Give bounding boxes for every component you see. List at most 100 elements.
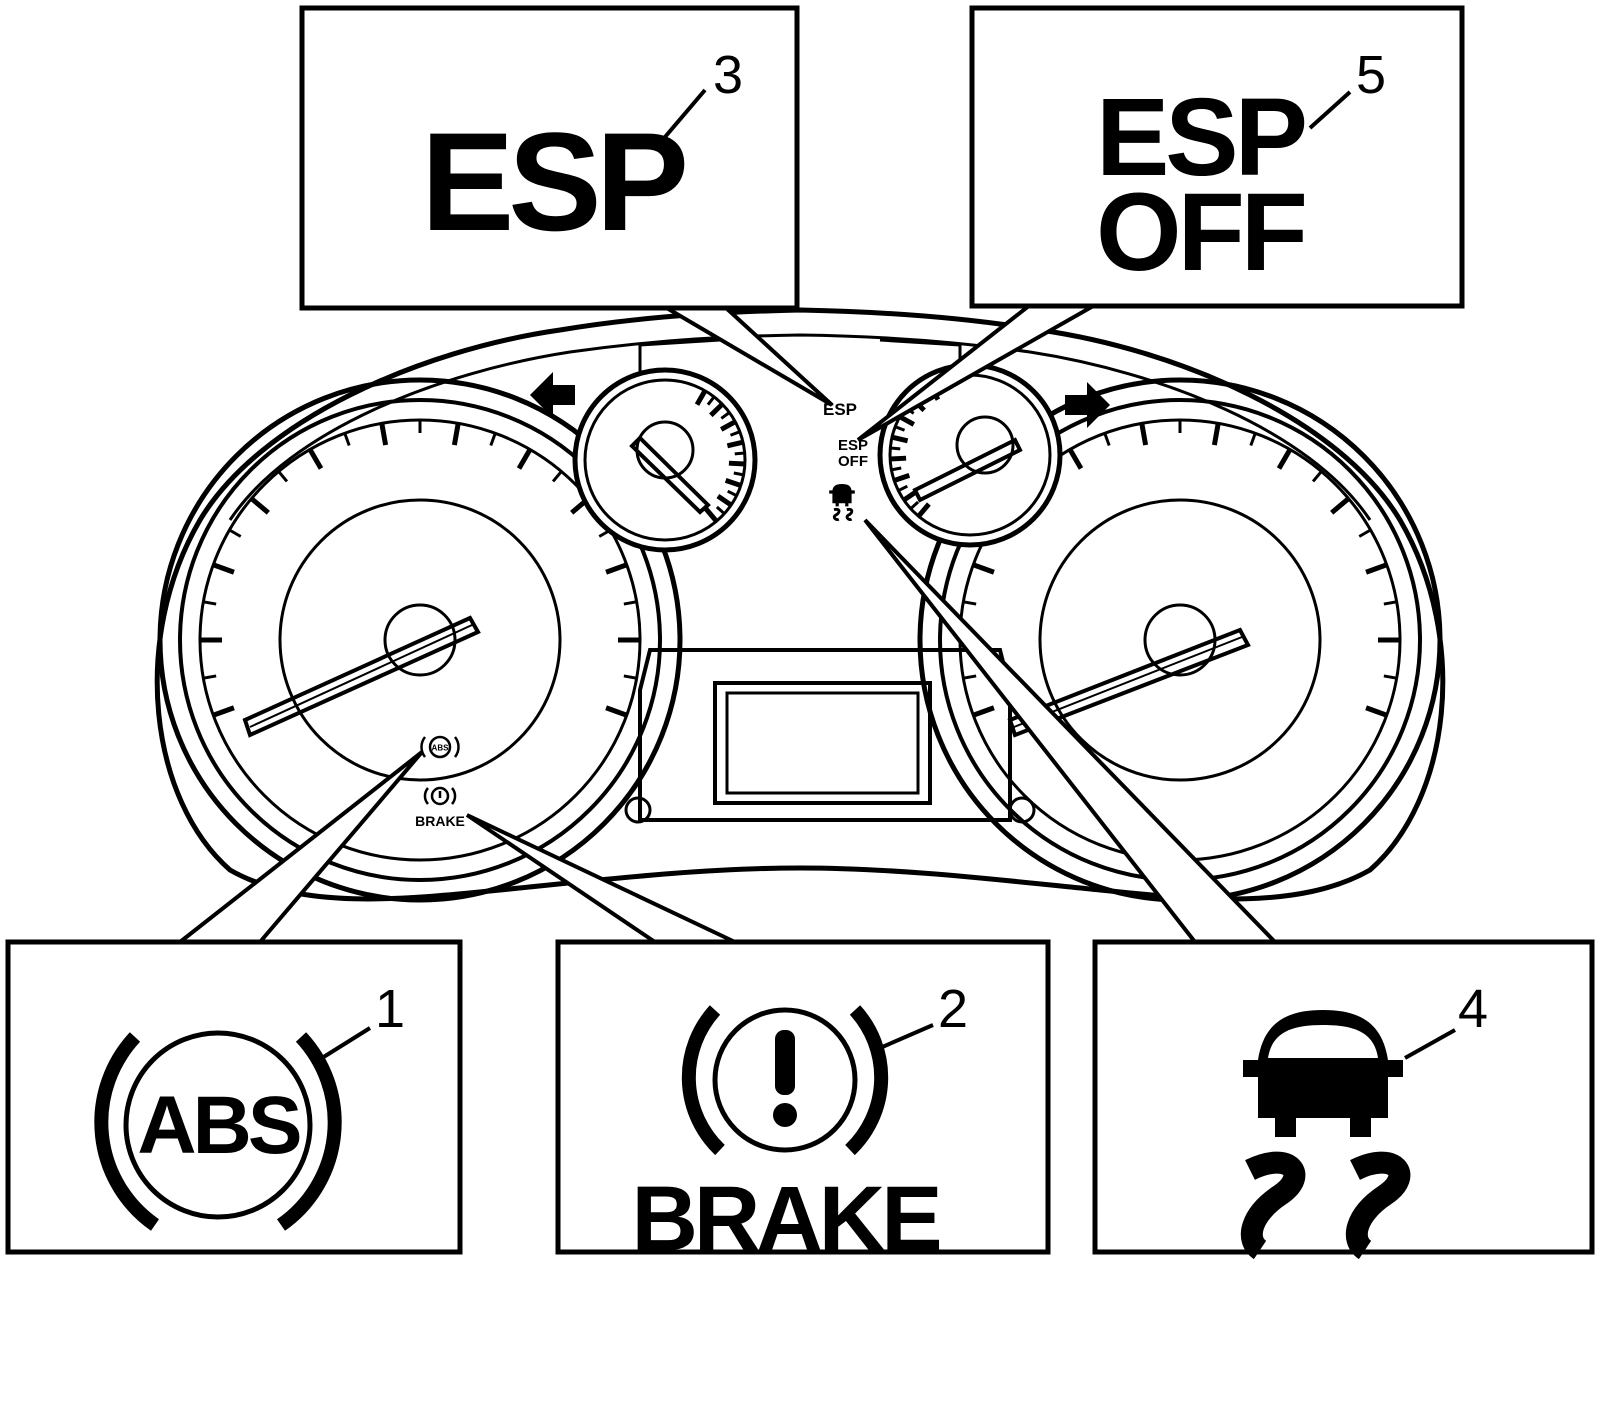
gauge-tick xyxy=(605,705,628,718)
left-turn-arrow-icon xyxy=(530,372,575,418)
gauge-tick xyxy=(734,451,745,456)
gauge-tick xyxy=(277,470,289,483)
callout-esp-number: 3 xyxy=(713,45,743,105)
gauge-tick xyxy=(516,448,533,470)
gauge-tick xyxy=(1330,496,1351,515)
gauge-tick xyxy=(623,674,637,680)
gauge-tick xyxy=(891,434,909,444)
gauge-tick xyxy=(379,422,389,446)
gauge-tick xyxy=(489,432,497,446)
abs-indicator-icon: ABS xyxy=(420,735,460,759)
leader-esp xyxy=(663,305,834,407)
gauge-tick xyxy=(972,562,995,575)
callout-brake: BRAKE 2 xyxy=(465,813,1051,1270)
gauge-tick xyxy=(728,460,746,467)
gauge-tick xyxy=(720,411,731,420)
callout-esp-off-number: 5 xyxy=(1356,45,1386,105)
callout-esp-off: ESP OFF 5 xyxy=(856,5,1465,442)
left-gauge-ticks xyxy=(200,420,640,718)
gauge-tick xyxy=(909,500,920,510)
gauge-tick xyxy=(228,528,242,538)
callout-esp: ESP 3 xyxy=(299,5,834,407)
gauge-tick xyxy=(1249,432,1257,446)
left-gauge: ABS BRAKE xyxy=(157,377,683,903)
brake-indicator-label: BRAKE xyxy=(415,813,465,829)
abs-indicator-label: ABS xyxy=(432,744,450,753)
gauge-tick xyxy=(203,600,217,606)
callout-traction-number: 4 xyxy=(1458,979,1488,1039)
esp-off-indicator-line2: OFF xyxy=(838,453,868,470)
callout-esp-label: ESP xyxy=(421,103,685,260)
gauge-tick xyxy=(343,432,351,446)
traction-indicator-icon xyxy=(829,484,855,521)
gauge-tick xyxy=(724,478,742,488)
gauge-tick xyxy=(963,674,977,680)
gauge-tick xyxy=(727,489,738,497)
right-turn-arrow-icon xyxy=(1065,382,1110,428)
gauge-tick xyxy=(706,395,716,406)
right-needle xyxy=(1007,627,1251,738)
gauge-tick xyxy=(729,430,741,437)
gauge-tick xyxy=(733,471,744,477)
gauge-tick xyxy=(1067,448,1084,470)
gauge-tick xyxy=(893,473,911,483)
gauge-tick xyxy=(605,562,628,575)
gauge-tick xyxy=(1383,674,1397,680)
gauge-tick xyxy=(307,448,324,470)
temp-gauge xyxy=(877,362,1063,548)
abs-warning-icon: ABS xyxy=(94,1030,342,1231)
callout-abs-label: ABS xyxy=(137,1080,299,1171)
callout-brake-number: 2 xyxy=(938,979,968,1039)
callout-brake-label: BRAKE xyxy=(631,1168,939,1270)
gauge-tick xyxy=(451,422,461,446)
gauge-tick xyxy=(1358,528,1372,538)
brake-warning-icon: BRAKE xyxy=(631,1005,943,1270)
gauge-tick xyxy=(704,507,719,523)
gauge-tick xyxy=(1276,448,1293,470)
gauge-tick xyxy=(203,674,217,680)
right-gauge-ticks xyxy=(960,420,1400,718)
gauge-tick xyxy=(1139,422,1149,446)
gauge-tick xyxy=(894,425,906,432)
gauge-tick xyxy=(726,439,744,449)
leader-traction xyxy=(863,518,1277,944)
gauge-tick xyxy=(891,466,902,472)
callout-esp-off-line1: ESP xyxy=(1096,76,1305,199)
gauge-tick xyxy=(1103,432,1111,446)
brake-indicator-icon: BRAKE xyxy=(415,786,465,829)
callout-esp-off-line2: OFF xyxy=(1096,171,1305,294)
left-needle xyxy=(242,615,481,738)
gauge-tick xyxy=(249,496,270,515)
esp-off-indicator-line1: ESP xyxy=(838,437,868,454)
traction-control-icon xyxy=(1240,1010,1411,1260)
callout-abs-number: 1 xyxy=(375,979,405,1039)
gauge-tick xyxy=(623,600,637,606)
gauge-tick xyxy=(972,705,995,718)
gauge-tick xyxy=(1365,562,1388,575)
fuel-gauge xyxy=(572,367,758,553)
gauge-tick xyxy=(1311,470,1323,483)
gauge-tick xyxy=(897,484,908,492)
gauge-tick xyxy=(551,470,563,483)
gauge-tick xyxy=(963,600,977,606)
gauge-tick xyxy=(715,505,726,515)
gauge-tick xyxy=(212,705,235,718)
gauge-tick xyxy=(694,389,708,406)
gauge-tick xyxy=(916,502,931,518)
gauge-tick xyxy=(890,446,901,451)
callout-traction: 4 xyxy=(863,518,1595,1260)
callout-abs: ABS 1 xyxy=(5,750,463,1255)
gauge-tick xyxy=(1211,422,1221,446)
gauge-tick xyxy=(212,562,235,575)
center-display xyxy=(624,648,1036,824)
gauge-tick xyxy=(709,402,725,418)
leader-brake xyxy=(465,813,736,944)
gauge-tick xyxy=(720,419,737,432)
gauge-tick xyxy=(898,414,915,427)
gauge-tick xyxy=(716,493,733,508)
leader-abs xyxy=(178,750,424,944)
gauge-tick xyxy=(1365,705,1388,718)
gauge-tick xyxy=(1383,600,1397,606)
gauge-tick xyxy=(889,455,907,462)
